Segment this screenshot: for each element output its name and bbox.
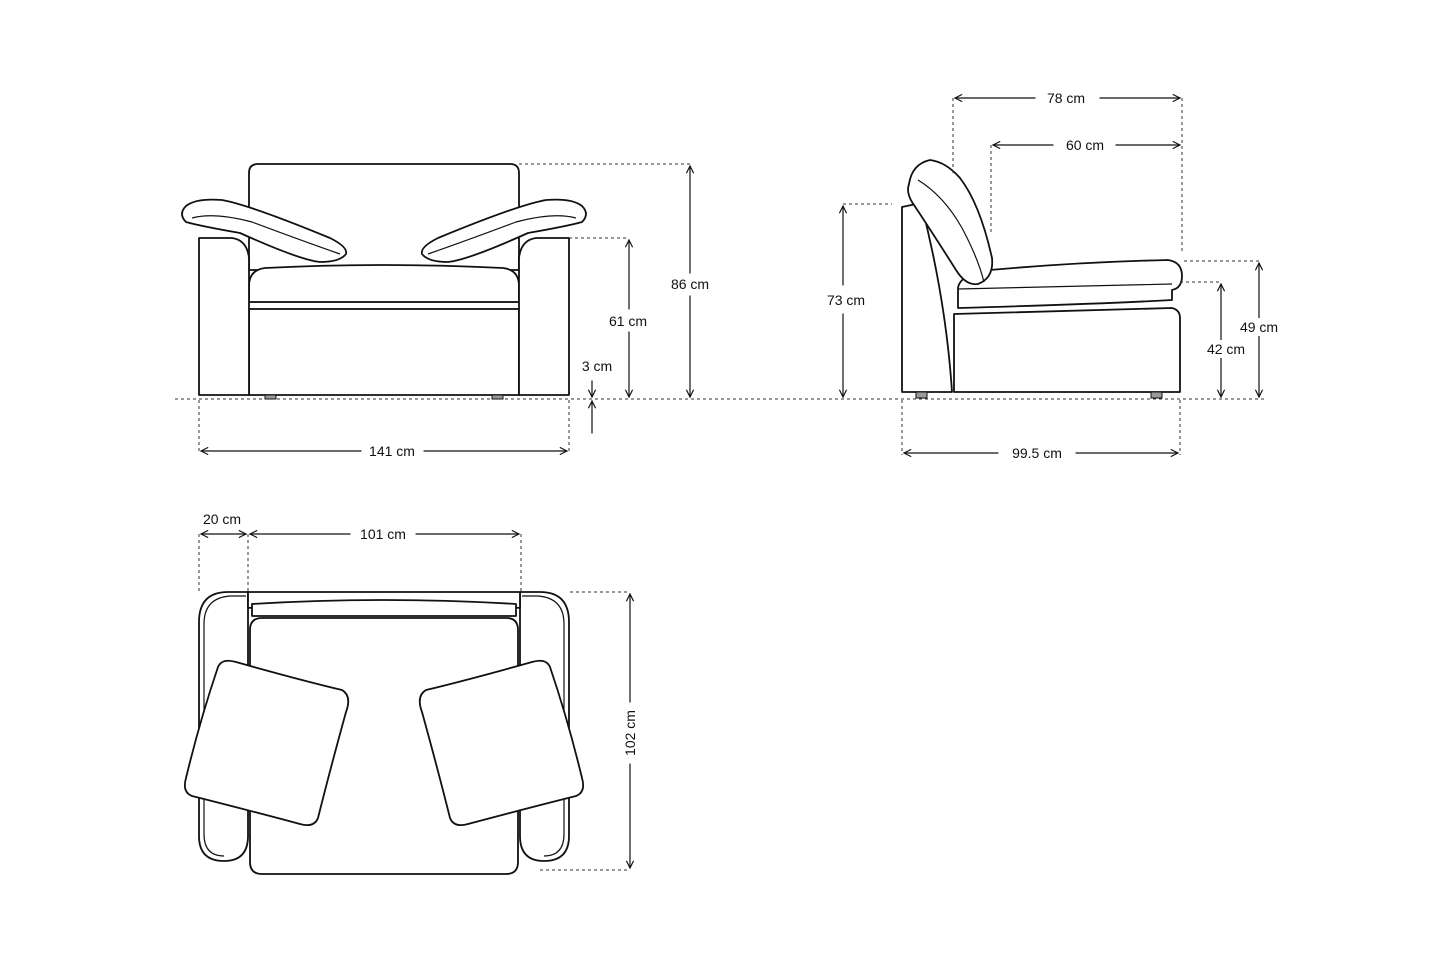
front-dimensions: 86 cm 61 cm 3 cm 141 cm (198, 163, 709, 459)
dim-side-back-height: 73 cm (827, 292, 865, 308)
front-view (181, 163, 587, 400)
dim-side-seat-height: 42 cm (1207, 341, 1245, 357)
dim-top-arm-width: 20 cm (203, 511, 241, 527)
dim-top-depth: 102 cm (622, 710, 638, 756)
top-view (183, 591, 585, 875)
dim-front-arm-height: 61 cm (609, 313, 647, 329)
dim-front-total-height: 86 cm (671, 276, 709, 292)
dim-front-width: 141 cm (369, 443, 415, 459)
top-dimensions: 20 cm 101 cm 102 cm (198, 511, 638, 871)
dim-side-seat-depth: 60 cm (1066, 137, 1104, 153)
dim-front-leg-height: 3 cm (582, 358, 612, 374)
side-dimensions: 78 cm 60 cm 73 cm 49 cm 42 cm 99.5 cm (827, 90, 1286, 461)
dim-side-seat-height-top: 49 cm (1240, 319, 1278, 335)
dim-top-seat-width: 101 cm (360, 526, 406, 542)
dim-side-depth: 99.5 cm (1012, 445, 1062, 461)
dim-side-total-depth: 78 cm (1047, 90, 1085, 106)
side-view (901, 159, 1183, 399)
